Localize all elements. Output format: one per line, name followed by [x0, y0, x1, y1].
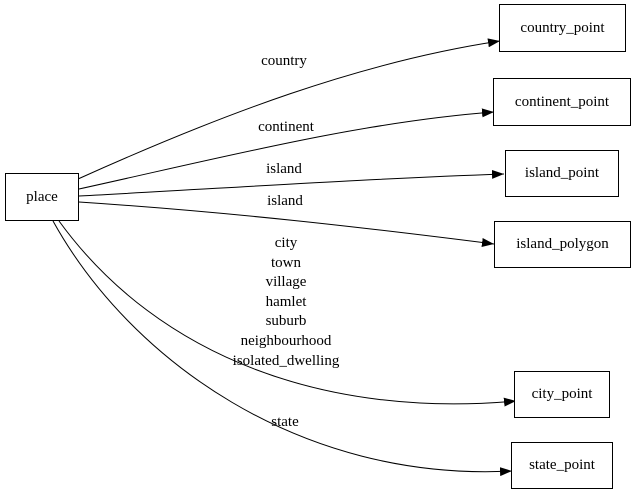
- edge-place-island-point: [78, 169, 505, 197]
- edge-label-island-2: island: [267, 193, 303, 209]
- edge-label-state: state: [271, 414, 299, 430]
- node-island-polygon: island_polygon: [494, 221, 631, 268]
- node-continent-point: continent_point: [493, 78, 631, 126]
- edge-place-state-point: [52, 220, 513, 477]
- node-city-point: city_point: [514, 371, 610, 418]
- edge-place-city-point: [58, 220, 517, 407]
- node-country-point: country_point: [499, 4, 626, 52]
- node-place: place: [5, 173, 79, 221]
- node-state-point: state_point: [511, 442, 613, 489]
- edge-place-island-polygon: [78, 201, 495, 247]
- node-island-point: island_point: [505, 150, 619, 197]
- edge-place-continent-point: [78, 108, 495, 190]
- edge-label-city-group: city town village hamlet suburb neighbou…: [232, 235, 340, 369]
- edge-label-country: country: [261, 53, 307, 69]
- edge-label-island: island: [266, 161, 302, 177]
- edge-place-country-point: [77, 38, 501, 180]
- edge-label-continent: continent: [258, 119, 314, 135]
